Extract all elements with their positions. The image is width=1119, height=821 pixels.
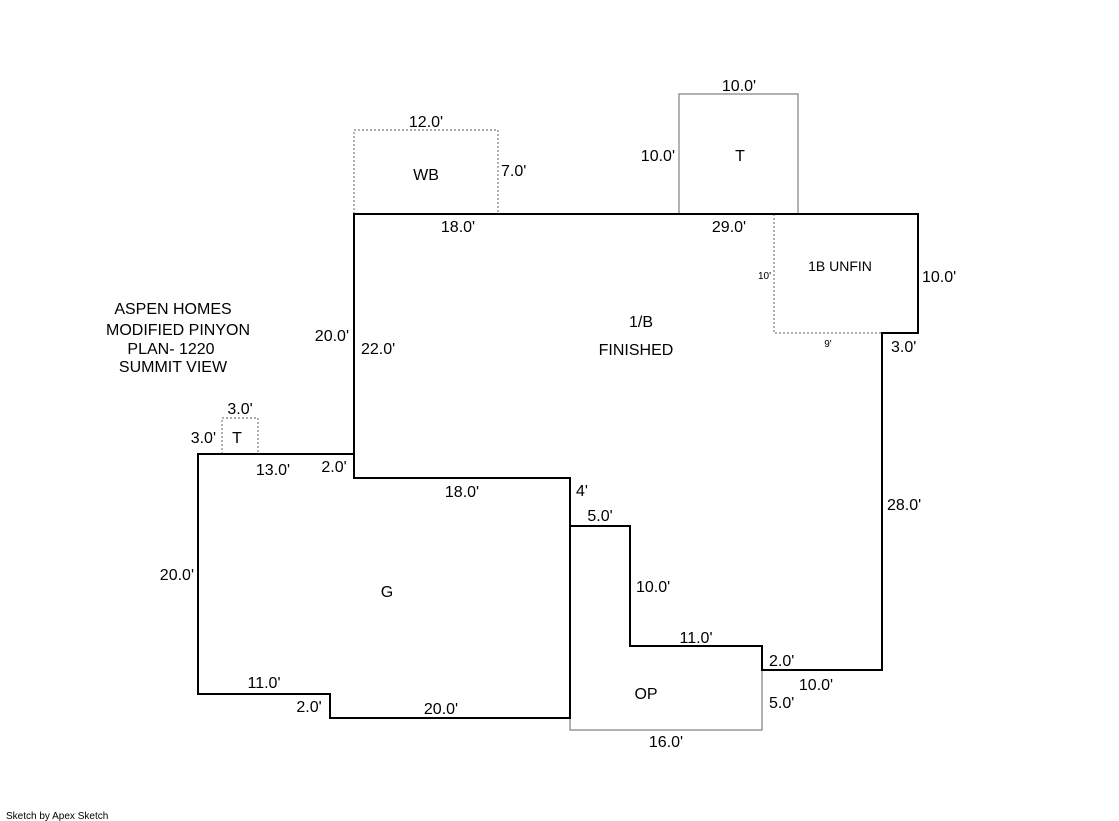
dim-garage-top2: 18.0' bbox=[445, 484, 479, 501]
dim-wb-top: 12.0' bbox=[409, 114, 443, 131]
dim-main-top-left: 18.0' bbox=[441, 219, 475, 236]
dim-wb-right: 7.0' bbox=[501, 163, 526, 180]
dim-t-small-top: 3.0' bbox=[227, 401, 252, 418]
room-label-op: OP bbox=[634, 686, 657, 703]
dim-garage-left: 20.0' bbox=[160, 567, 194, 584]
dim-garage-bottom2: 20.0' bbox=[424, 701, 458, 718]
dim-notch: 4' bbox=[576, 483, 588, 500]
dim-inner-top: 5.0' bbox=[587, 508, 612, 525]
dim-op-bottom: 16.0' bbox=[649, 734, 683, 751]
dim-unfin-bottom: 9' bbox=[824, 339, 832, 350]
dim-main-left-outer: 20.0' bbox=[315, 328, 349, 345]
dim-right-upper: 10.0' bbox=[922, 269, 956, 286]
dim-garage-step: 2.0' bbox=[321, 459, 346, 476]
dim-bottom-right: 10.0' bbox=[799, 677, 833, 694]
room-label-t-small: T bbox=[232, 430, 242, 447]
dim-t-top-left: 10.0' bbox=[641, 148, 675, 165]
room-label-unfin: 1B UNFIN bbox=[808, 258, 872, 274]
room-label-t-top: T bbox=[735, 148, 745, 165]
dim-op-right: 5.0' bbox=[769, 695, 794, 712]
title-line-4: SUMMIT VIEW bbox=[119, 359, 228, 376]
dim-unfin-left: 10' bbox=[758, 271, 771, 282]
garage-outline bbox=[197, 453, 571, 719]
credit-text: Sketch by Apex Sketch bbox=[6, 811, 108, 821]
dim-garage-bottom: 11.0' bbox=[247, 675, 280, 692]
title-line-2: MODIFIED PINYON bbox=[106, 322, 250, 339]
dim-inner-bottom: 11.0' bbox=[679, 630, 712, 647]
dim-t-top-top: 10.0' bbox=[722, 78, 756, 95]
dim-inner-side: 10.0' bbox=[636, 579, 670, 596]
op-outline bbox=[569, 670, 763, 731]
title-line-3: PLAN- 1220 bbox=[127, 341, 214, 358]
title-line-1: ASPEN HOMES bbox=[114, 301, 231, 318]
dim-main-left-inner: 22.0' bbox=[361, 341, 395, 358]
dim-garage-bottom-step: 2.0' bbox=[296, 699, 321, 716]
dim-right-lower: 28.0' bbox=[887, 497, 921, 514]
room-label-garage: G bbox=[381, 584, 393, 601]
room-label-main-2: FINISHED bbox=[599, 342, 674, 359]
dim-garage-top: 13.0' bbox=[256, 462, 290, 479]
dim-op-step: 2.0' bbox=[769, 653, 794, 670]
dim-step-right: 3.0' bbox=[891, 339, 916, 356]
room-label-wb: WB bbox=[413, 167, 439, 184]
room-label-main-1: 1/B bbox=[629, 314, 653, 331]
dim-t-small-left: 3.0' bbox=[191, 430, 216, 447]
dim-main-top-right: 29.0' bbox=[712, 219, 746, 236]
main-house-outline bbox=[353, 213, 919, 671]
